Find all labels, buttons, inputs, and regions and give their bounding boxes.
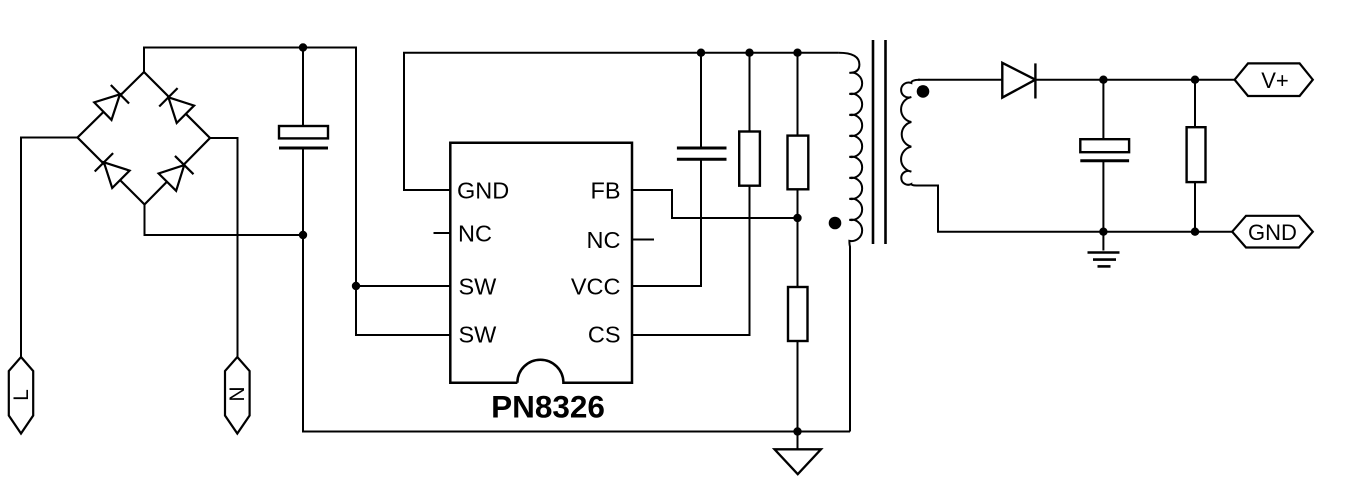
svg-text:SW: SW bbox=[459, 322, 498, 348]
svg-text:CS: CS bbox=[588, 322, 621, 348]
svg-text:V+: V+ bbox=[1261, 68, 1289, 93]
svg-text:GND: GND bbox=[457, 178, 509, 204]
svg-text:PN8326: PN8326 bbox=[491, 389, 605, 425]
svg-text:NC: NC bbox=[587, 227, 621, 253]
svg-text:N: N bbox=[226, 386, 249, 401]
svg-text:L: L bbox=[10, 389, 33, 401]
svg-text:GND: GND bbox=[1248, 220, 1297, 245]
svg-text:FB: FB bbox=[590, 178, 620, 204]
svg-text:NC: NC bbox=[458, 221, 492, 247]
svg-text:VCC: VCC bbox=[571, 274, 621, 300]
svg-text:SW: SW bbox=[459, 274, 498, 300]
